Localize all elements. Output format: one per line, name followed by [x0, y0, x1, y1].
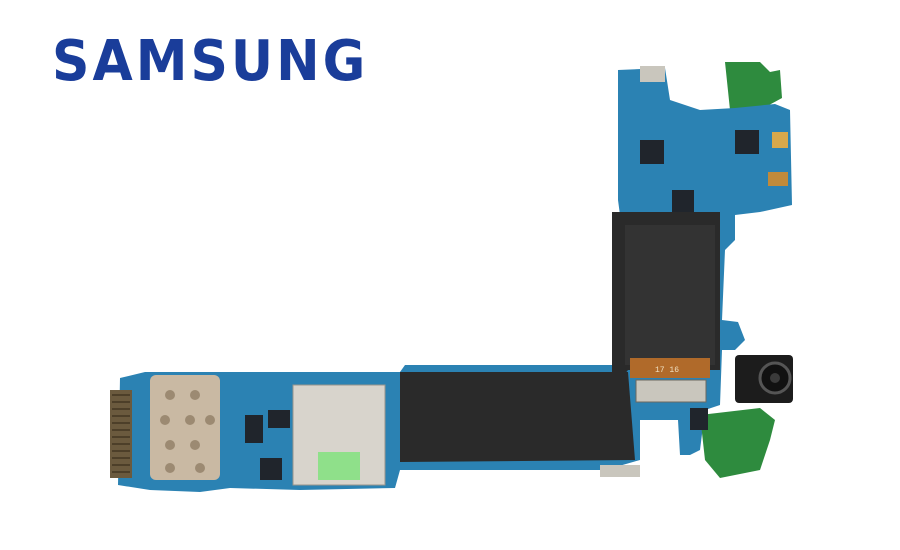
chip-label: 17 16 — [655, 366, 679, 375]
chip — [245, 415, 263, 443]
chip — [690, 408, 708, 430]
orange-flex-strip — [630, 358, 710, 378]
chip — [640, 140, 664, 164]
top-connector — [640, 66, 665, 82]
silver-connector — [635, 379, 707, 403]
chip — [600, 465, 640, 477]
contact-plate — [150, 375, 220, 480]
sim-contact — [318, 452, 360, 480]
chip — [260, 458, 282, 480]
sensor — [768, 172, 788, 186]
chip — [268, 410, 290, 428]
left-connector — [110, 390, 132, 478]
top-flex-cable — [725, 62, 782, 110]
sensor — [772, 132, 788, 148]
bottom-flex-cable — [700, 408, 775, 478]
samsung-logo-text: SAMSUNG — [52, 29, 369, 94]
chip — [735, 130, 759, 154]
camera-lens-center — [770, 373, 780, 383]
chip — [672, 190, 694, 212]
samsung-logo: SAMSUNG — [52, 28, 392, 94]
emi-shield-main — [400, 372, 635, 462]
shield-inner-plate — [625, 225, 715, 365]
